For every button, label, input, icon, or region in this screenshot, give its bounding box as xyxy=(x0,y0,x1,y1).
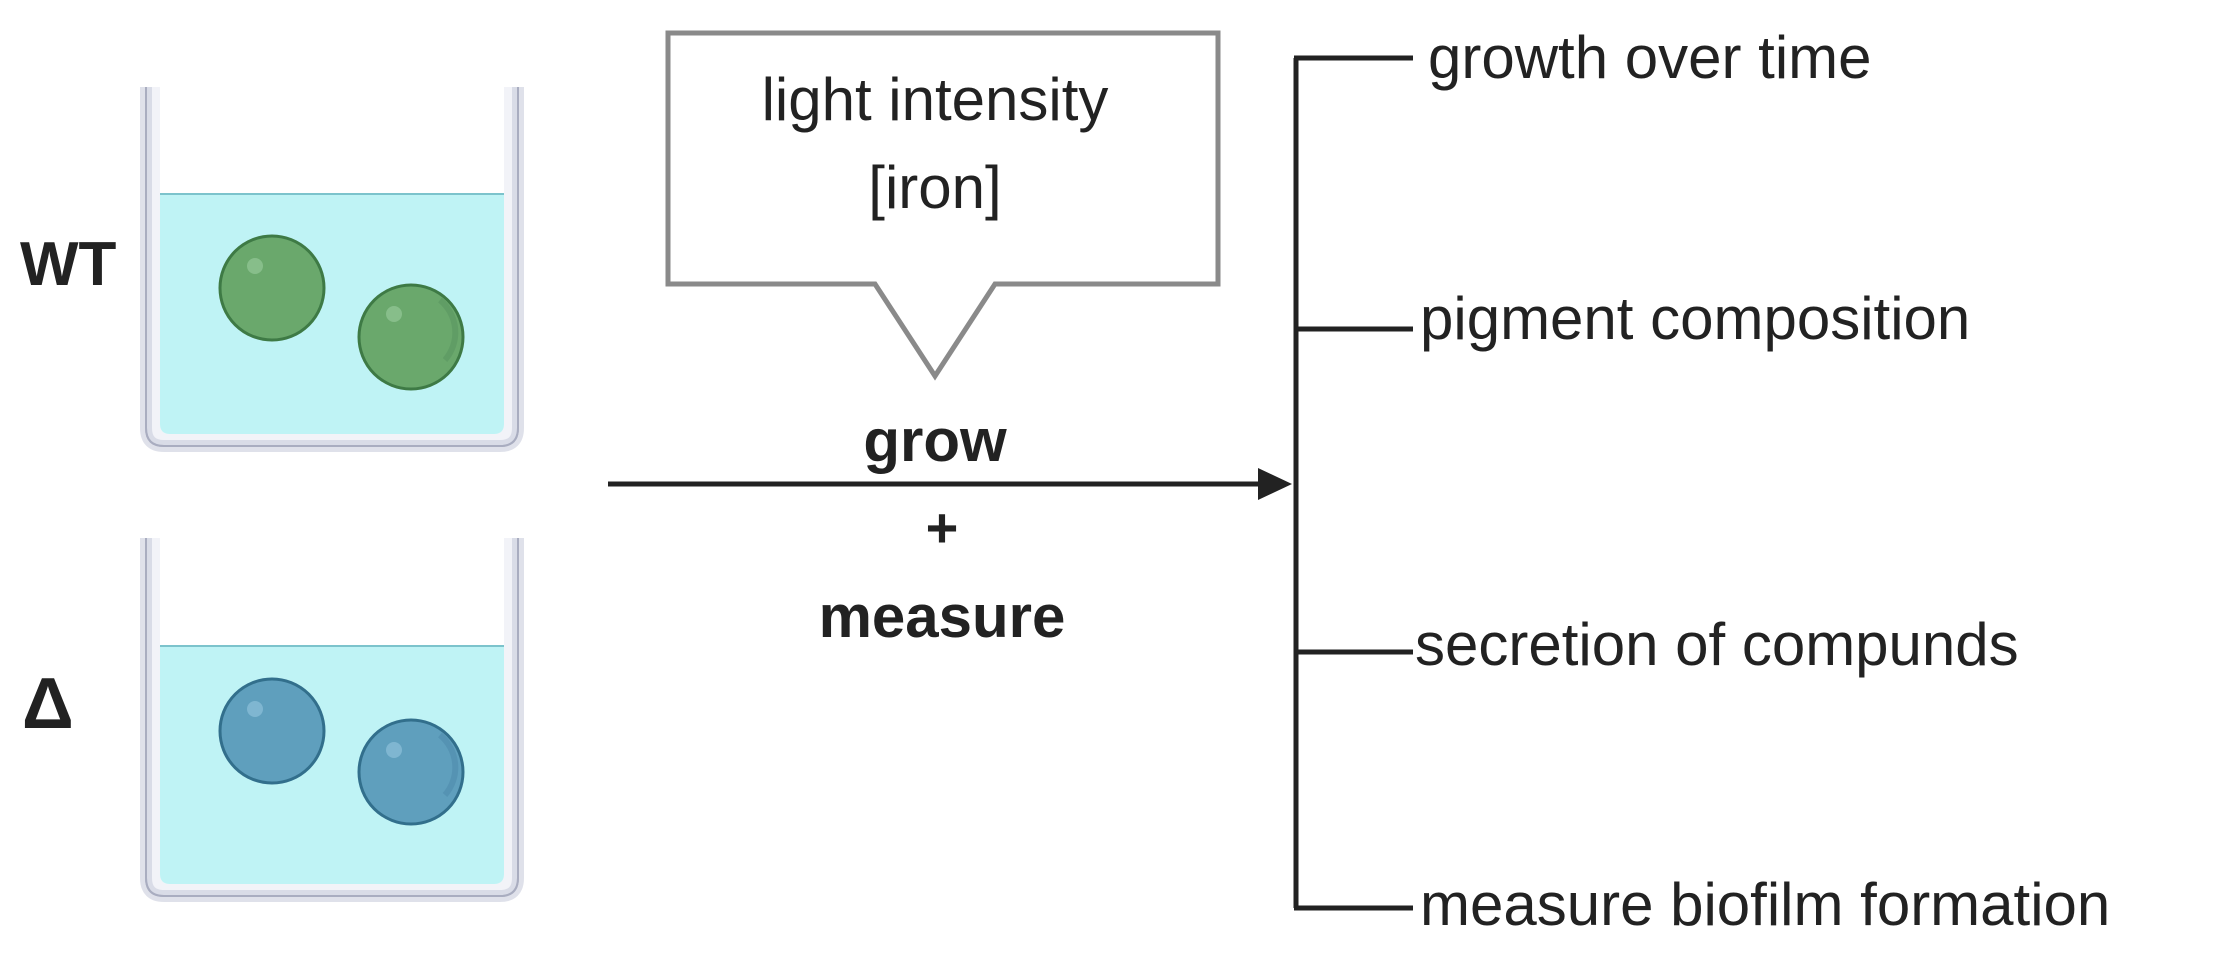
wt-label: WT xyxy=(20,230,117,299)
outcome-secretion: secretion of compunds xyxy=(1415,611,2019,678)
wt-cell xyxy=(218,234,326,342)
outcome-biofilm: measure biofilm formation xyxy=(1420,871,2110,938)
grow-label: grow xyxy=(863,407,1007,474)
mutant-beaker xyxy=(140,538,524,902)
plus-label: + xyxy=(926,496,959,559)
mutant-cell xyxy=(357,718,465,826)
wt-beaker xyxy=(140,87,524,452)
outcome-growth: growth over time xyxy=(1428,24,1872,91)
outcome-bracket xyxy=(1293,55,1413,911)
callout-iron: [iron] xyxy=(868,154,1001,221)
mutant-label: Δ xyxy=(22,664,74,744)
condition-callout: light intensity [iron] xyxy=(665,30,1221,381)
wt-cell xyxy=(357,283,465,391)
process-arrow xyxy=(608,468,1292,500)
mutant-cell xyxy=(218,677,326,785)
callout-light-intensity: light intensity xyxy=(762,66,1109,133)
outcome-pigment: pigment composition xyxy=(1420,285,1970,352)
measure-label: measure xyxy=(819,583,1066,650)
